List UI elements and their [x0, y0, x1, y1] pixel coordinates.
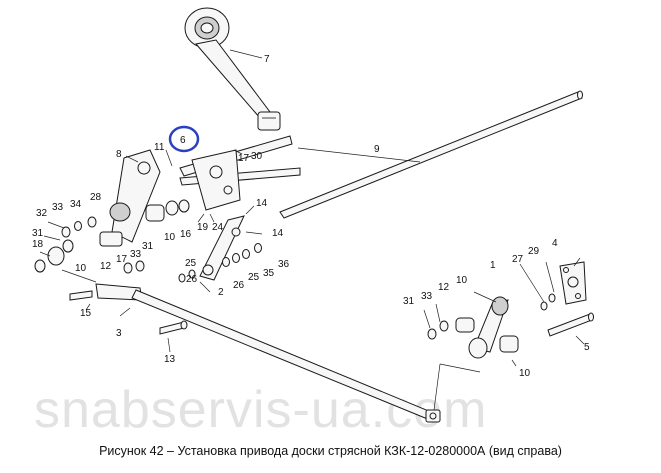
part-7-upper-rod	[184, 7, 281, 131]
part-9-long-shaft	[279, 90, 583, 219]
callout-10c: 10	[456, 275, 468, 286]
callout-17b: 17	[116, 254, 128, 265]
callout-14a: 14	[256, 198, 268, 209]
callout-8: 8	[116, 149, 122, 160]
callout-33b: 33	[130, 249, 142, 260]
callout-33c: 33	[421, 291, 433, 302]
callout-16: 16	[180, 229, 192, 240]
callout-26b: 26	[233, 280, 245, 291]
callout-14b: 14	[272, 228, 284, 239]
callout-18: 18	[32, 239, 44, 250]
callout-31a: 31	[32, 228, 44, 239]
callout-7: 7	[264, 54, 270, 65]
callout-2: 2	[218, 287, 224, 298]
callout-5: 5	[584, 342, 590, 353]
callout-24: 24	[212, 222, 224, 233]
callout-29: 29	[528, 246, 540, 257]
callout-31b: 31	[142, 241, 154, 252]
callout-36: 36	[278, 259, 290, 270]
callout-3: 3	[116, 328, 122, 339]
callout-4: 4	[552, 238, 558, 249]
callout-35: 35	[263, 268, 275, 279]
callout-labels: 7 6 11 8 17 30 9 34 28 33 32 31 18 10 16…	[32, 54, 590, 379]
callout-25a: 25	[185, 258, 197, 269]
callout-10b: 10	[75, 263, 87, 274]
leader-lines	[39, 49, 585, 411]
highlight-ring-6	[168, 125, 200, 153]
callout-25b: 25	[248, 272, 260, 283]
callout-6: 6	[180, 135, 186, 146]
callout-10a: 10	[164, 232, 176, 243]
left-lever-assembly	[34, 149, 190, 274]
part-3-lower-rod	[69, 283, 441, 423]
callout-27: 27	[512, 254, 524, 265]
callout-15: 15	[80, 308, 92, 319]
figure-caption: Рисунок 42 – Установка привода доски стр…	[99, 444, 562, 458]
callout-11: 11	[154, 142, 165, 153]
callout-12b: 12	[438, 282, 450, 293]
callout-12a: 12	[100, 261, 112, 272]
callout-1: 1	[490, 260, 496, 271]
assembly-drawing: 7 6 11 8 17 30 9 34 28 33 32 31 18 10 16…	[32, 7, 594, 423]
callout-33a: 33	[52, 202, 64, 213]
callout-34: 34	[70, 199, 82, 210]
callout-30: 30	[251, 151, 263, 162]
callout-17a: 17	[238, 153, 250, 164]
callout-28: 28	[90, 192, 102, 203]
callout-9: 9	[374, 144, 380, 155]
right-assembly	[427, 261, 594, 359]
callout-13: 13	[164, 354, 176, 365]
middle-lever	[178, 215, 262, 283]
part-8-bracket	[191, 149, 241, 211]
callout-26a: 26	[186, 274, 198, 285]
callout-10d: 10	[519, 368, 531, 379]
callout-32: 32	[36, 208, 48, 219]
callout-31c: 31	[403, 296, 415, 307]
callout-19: 19	[197, 222, 209, 233]
